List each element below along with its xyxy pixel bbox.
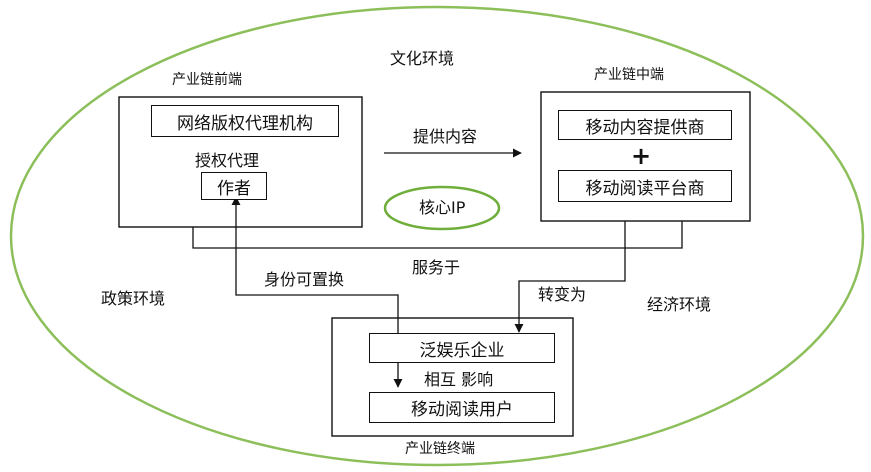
entertainment-enterprise-label: 泛娱乐企业 — [419, 340, 505, 361]
reading-platform-box: 移动阅读平台商 — [558, 170, 732, 202]
culture-environment-label: 文化环境 — [390, 49, 455, 68]
serve-label: 服务于 — [412, 258, 461, 277]
content-provider-label: 移动内容提供商 — [585, 117, 705, 138]
environment-ellipse — [9, 5, 865, 467]
entertainment-enterprise-box: 泛娱乐企业 — [369, 333, 555, 363]
middle-outer-box — [540, 91, 751, 222]
authorize-label: 授权代理 — [195, 151, 260, 170]
middle-title: 产业链中端 — [594, 67, 664, 83]
author-label: 作者 — [217, 178, 251, 199]
economy-environment-label: 经济环境 — [647, 295, 712, 314]
interaction-label: 相互 影响 — [424, 370, 494, 389]
content-provider-box: 移动内容提供商 — [558, 110, 732, 140]
mobile-users-label: 移动阅读用户 — [411, 400, 513, 420]
policy-environment-label: 政策环境 — [101, 289, 166, 308]
copyright-agency-label: 网络版权代理机构 — [177, 113, 313, 134]
front-title: 产业链前端 — [172, 72, 242, 88]
author-box: 作者 — [201, 172, 267, 200]
copyright-agency-box: 网络版权代理机构 — [151, 105, 339, 137]
end-title: 产业链终端 — [405, 441, 475, 457]
transform-arrow — [514, 221, 626, 333]
reading-platform-label: 移动阅读平台商 — [585, 178, 705, 199]
provide-content-label: 提供内容 — [413, 127, 478, 146]
transform-label: 转变为 — [538, 285, 587, 304]
core-ip-label: 核心IP — [419, 198, 466, 217]
serve-bracket — [192, 221, 683, 249]
identity-label: 身份可置换 — [264, 270, 345, 289]
plus-sign: + — [631, 142, 652, 170]
mobile-users-box: 移动阅读用户 — [369, 392, 555, 423]
